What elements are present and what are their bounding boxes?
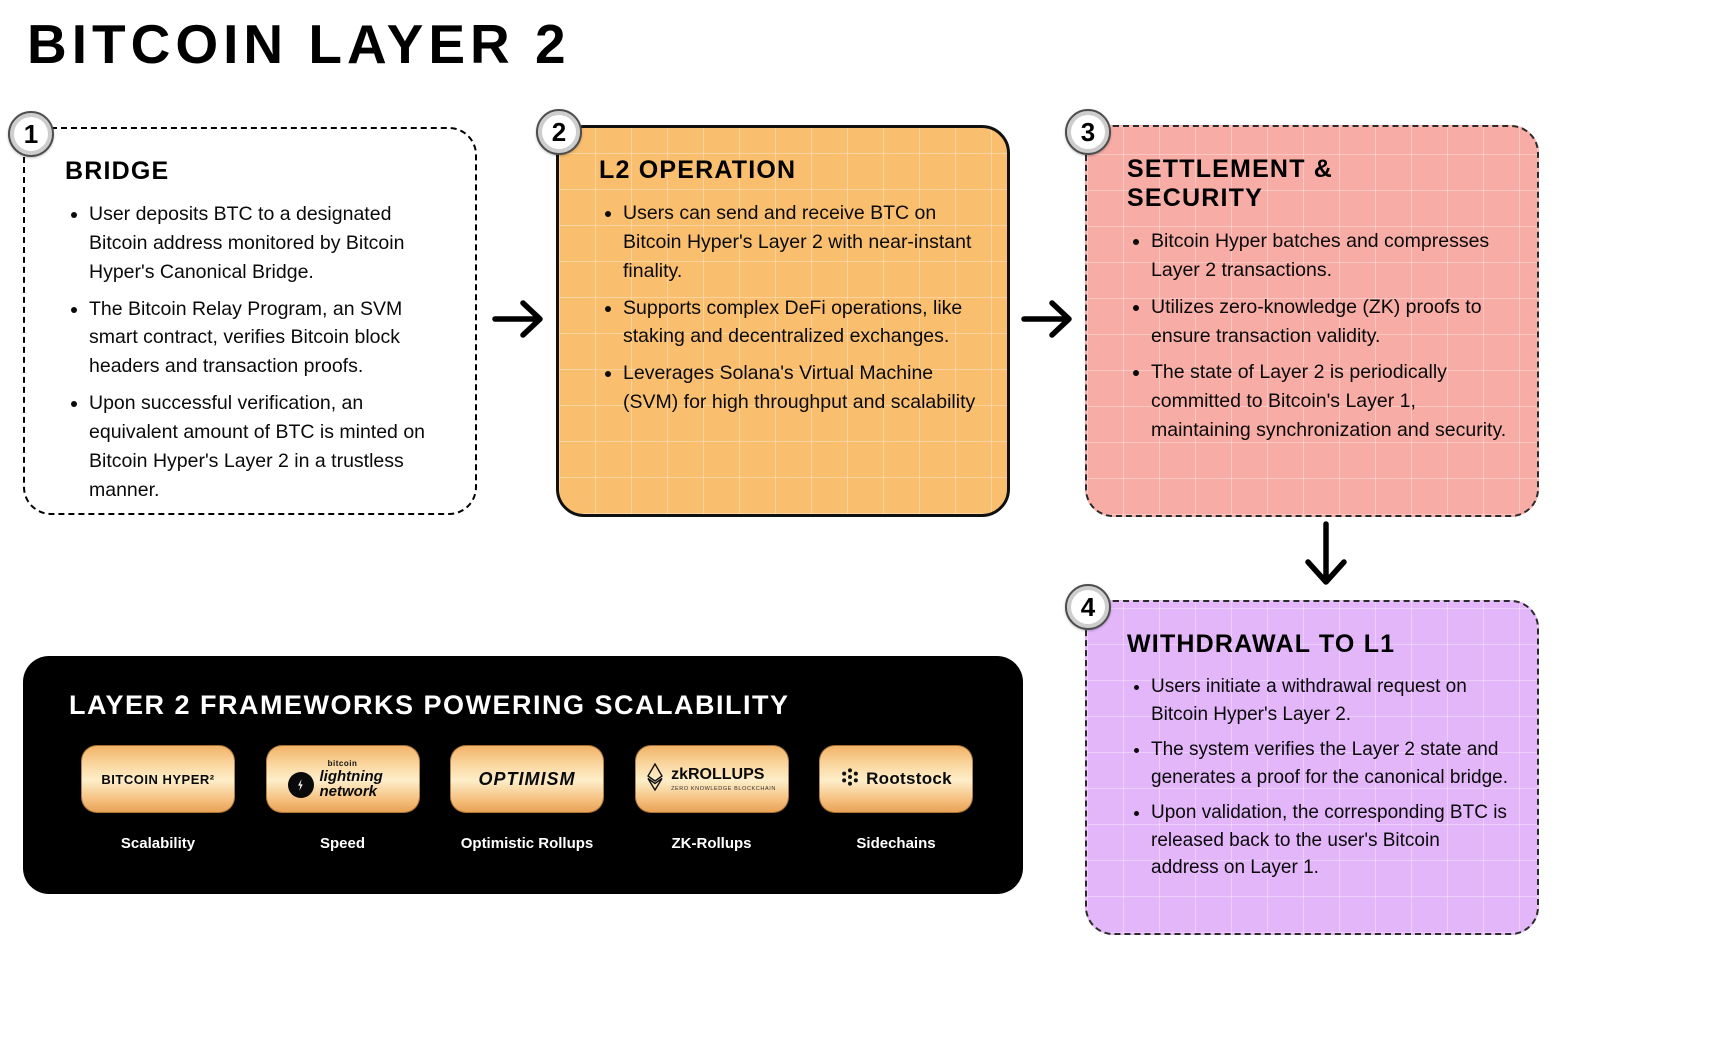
optimism-logo: OPTIMISM [450,745,604,813]
optimism-logo-text: OPTIMISM [478,768,576,789]
card-settlement-security-title: SETTLEMENT & SECURITY [1127,155,1334,212]
card-withdrawal-l1: WITHDRAWAL TO L1 Users initiate a withdr… [1085,600,1539,935]
ethereum-icon [647,762,663,796]
card-bridge-list: User deposits BTC to a designated Bitcoi… [65,200,449,505]
card-l2-bullet-1: Users can send and receive BTC on Bitcoi… [623,199,981,286]
card-l2-operation: L2 OPERATION Users can send and receive … [556,125,1010,517]
card-settlement-security: SETTLEMENT & SECURITY Bitcoin Hyper batc… [1085,125,1539,517]
framework-label-zk-rollups: ZK-Rollups [671,835,752,852]
bitcoin-hyper-logo-text: BITCOIN HYPER² [101,771,215,787]
lightning-logo-row: lightning network [287,768,398,800]
rootstock-logo-text: Rootstock [866,769,952,788]
arrow-right-icon [1021,300,1072,338]
card-withdrawal-bullet-3: Upon validation, the corresponding BTC i… [1151,799,1511,882]
card-bridge-bullet-1: User deposits BTC to a designated Bitcoi… [89,200,449,287]
card-bridge-bullet-2: The Bitcoin Relay Program, an SVM smart … [89,295,449,382]
step-number-1-value: 1 [23,118,39,149]
arrow-down-icon [1305,521,1347,585]
zk-rollups-logo-subtitle: ZERO KNOWLEDGE BLOCKCHAIN [671,786,776,792]
zk-rollups-logo: zkROLLUPS ZERO KNOWLEDGE BLOCKCHAIN [634,745,789,813]
page-title: BITCOIN LAYER 2 [27,13,571,75]
arrow-right-icon [492,300,543,338]
rootstock-logo: Rootstock [819,745,973,813]
lightning-bolt-icon [287,771,314,798]
frameworks-panel-title: LAYER 2 FRAMEWORKS POWERING SCALABILITY [69,690,790,720]
card-withdrawal-list: Users initiate a withdrawal request on B… [1127,673,1511,882]
framework-label-speed: Speed [319,835,365,852]
zk-logo-row: zkROLLUPS ZERO KNOWLEDGE BLOCKCHAIN [647,762,776,796]
frameworks-panel: LAYER 2 FRAMEWORKS POWERING SCALABILITY … [23,656,1023,894]
card-withdrawal-l1-title: WITHDRAWAL TO L1 [1127,630,1396,658]
step-number-3: 3 [1065,109,1111,155]
framework-label-sidechains: Sidechains [856,835,936,852]
card-withdrawal-bullet-2: The system verifies the Layer 2 state an… [1151,736,1511,791]
zk-logo-text-col: zkROLLUPS ZERO KNOWLEDGE BLOCKCHAIN [671,766,776,792]
step-number-3-value: 3 [1080,116,1096,147]
rootstock-logo-row: Rootstock [840,767,952,792]
card-settlement-list: Bitcoin Hyper batches and compresses Lay… [1127,227,1511,445]
card-withdrawal-bullet-1: Users initiate a withdrawal request on B… [1151,673,1511,728]
frameworks-badges-row: BITCOIN HYPER² Scalability bitcoin light… [67,745,987,852]
card-bridge-title: BRIDGE [65,157,170,185]
card-settlement-bullet-1: Bitcoin Hyper batches and compresses Lay… [1151,227,1511,285]
lightning-network-logo-text: lightning network [319,768,383,800]
framework-rootstock: Rootstock Sidechains [807,745,985,852]
framework-label-optimistic-rollups: Optimistic Rollups [460,835,594,852]
card-bridge-bullet-3: Upon successful verification, an equival… [89,389,449,504]
step-number-4-value: 4 [1080,591,1096,622]
card-settlement-bullet-2: Utilizes zero-knowledge (ZK) proofs to e… [1151,293,1511,351]
framework-bitcoin-hyper: BITCOIN HYPER² Scalability [69,745,247,852]
bitcoin-hyper-logo: BITCOIN HYPER² [81,745,235,813]
rootstock-flower-icon [840,767,860,792]
card-bridge: BRIDGE User deposits BTC to a designated… [23,127,477,515]
card-l2-operation-list: Users can send and receive BTC on Bitcoi… [599,199,981,417]
framework-zk-rollups: zkROLLUPS ZERO KNOWLEDGE BLOCKCHAIN ZK-R… [623,745,801,852]
step-number-2-value: 2 [551,116,567,147]
card-settlement-bullet-3: The state of Layer 2 is periodically com… [1151,358,1511,445]
card-l2-bullet-2: Supports complex DeFi operations, like s… [623,294,981,352]
card-l2-operation-title: L2 OPERATION [599,156,797,184]
framework-optimism: OPTIMISM Optimistic Rollups [438,745,616,852]
zk-rollups-logo-text: zkROLLUPS [671,766,765,783]
lightning-network-logo: bitcoin lightning network [265,745,420,813]
bitcoin-mini-label: bitcoin [327,759,358,769]
framework-label-scalability: Scalability [120,835,196,852]
step-number-1: 1 [8,111,54,157]
framework-lightning-network: bitcoin lightning network Speed [254,745,432,852]
step-number-2: 2 [536,109,582,155]
step-number-4: 4 [1065,584,1111,630]
card-l2-bullet-3: Leverages Solana's Virtual Machine (SVM)… [623,359,981,417]
